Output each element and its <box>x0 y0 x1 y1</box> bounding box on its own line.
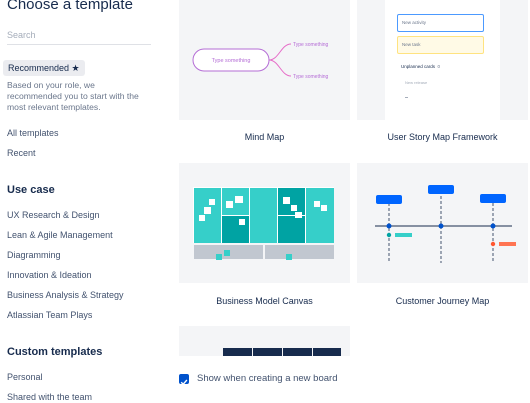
template-card-user-story-map[interactable]: New activity New task Unplanned cards 0 … <box>357 0 528 151</box>
sidebar-item-shared[interactable]: Shared with the team <box>7 392 93 402</box>
template-sidebar: Choose a template Recommended ★ Based on… <box>0 0 160 403</box>
sidebar-item-lean-agile[interactable]: Lean & Agile Management <box>7 230 113 240</box>
journey-illustration <box>375 185 516 263</box>
business-model-canvas-thumbnail <box>179 163 350 283</box>
mind-map-thumbnail: Type something Type something Type somet… <box>179 0 350 120</box>
sidebar-item-personal[interactable]: Personal <box>7 372 43 382</box>
card-title: Mind Map <box>244 132 285 142</box>
sidebar-item-recent[interactable]: Recent <box>7 148 36 158</box>
unplanned-section: Unplanned cards 0 <box>401 64 441 69</box>
show-on-create-checkbox[interactable] <box>179 374 189 386</box>
template-card-mind-map[interactable]: Type something Type something Type somet… <box>179 0 350 151</box>
footer-bar: Show when creating a new board <box>170 356 530 403</box>
template-card-customer-journey-map[interactable]: Customer Journey Map <box>357 163 528 313</box>
sidebar-item-diagramming[interactable]: Diagramming <box>7 250 61 260</box>
show-on-create-label[interactable]: Show when creating a new board <box>197 373 338 384</box>
task-note: New task <box>397 36 484 54</box>
mind-map-illustration: Type something Type something Type somet… <box>192 42 329 80</box>
use-case-heading: Use case <box>7 184 55 196</box>
search-input[interactable] <box>7 26 151 45</box>
mind-map-branch-text: Type something <box>293 42 329 48</box>
canvas-illustration <box>193 187 334 260</box>
card-title: Business Model Canvas <box>216 296 313 306</box>
sidebar-item-all-templates[interactable]: All templates <box>7 128 59 138</box>
user-story-map-thumbnail: New activity New task Unplanned cards 0 … <box>357 0 528 120</box>
recommended-description: Based on your role, we recommended you t… <box>7 80 139 112</box>
customer-journey-map-thumbnail <box>357 163 528 283</box>
dialog-title: Choose a template <box>7 0 133 13</box>
mind-map-center-text: Type something <box>212 58 251 64</box>
mind-map-branch-text: Type something <box>293 74 329 80</box>
custom-templates-heading: Custom templates <box>7 346 103 358</box>
sidebar-item-innovation[interactable]: Innovation & Ideation <box>7 270 92 280</box>
sidebar-item-business-analysis[interactable]: Business Analysis & Strategy <box>7 290 124 300</box>
card-title: Customer Journey Map <box>395 296 490 306</box>
sidebar-item-recommended[interactable]: Recommended ★ <box>3 60 85 76</box>
checkmark-icon <box>180 379 188 386</box>
template-card-business-model-canvas[interactable]: Business Model Canvas <box>179 163 350 313</box>
sidebar-item-ux-research[interactable]: UX Research & Design <box>7 210 100 220</box>
release-placeholder: New release <box>405 80 428 85</box>
sidebar-item-team-plays[interactable]: Atlassian Team Plays <box>7 310 93 320</box>
card-title: User Story Map Framework <box>387 132 498 142</box>
activity-note: New activity <box>397 14 484 32</box>
